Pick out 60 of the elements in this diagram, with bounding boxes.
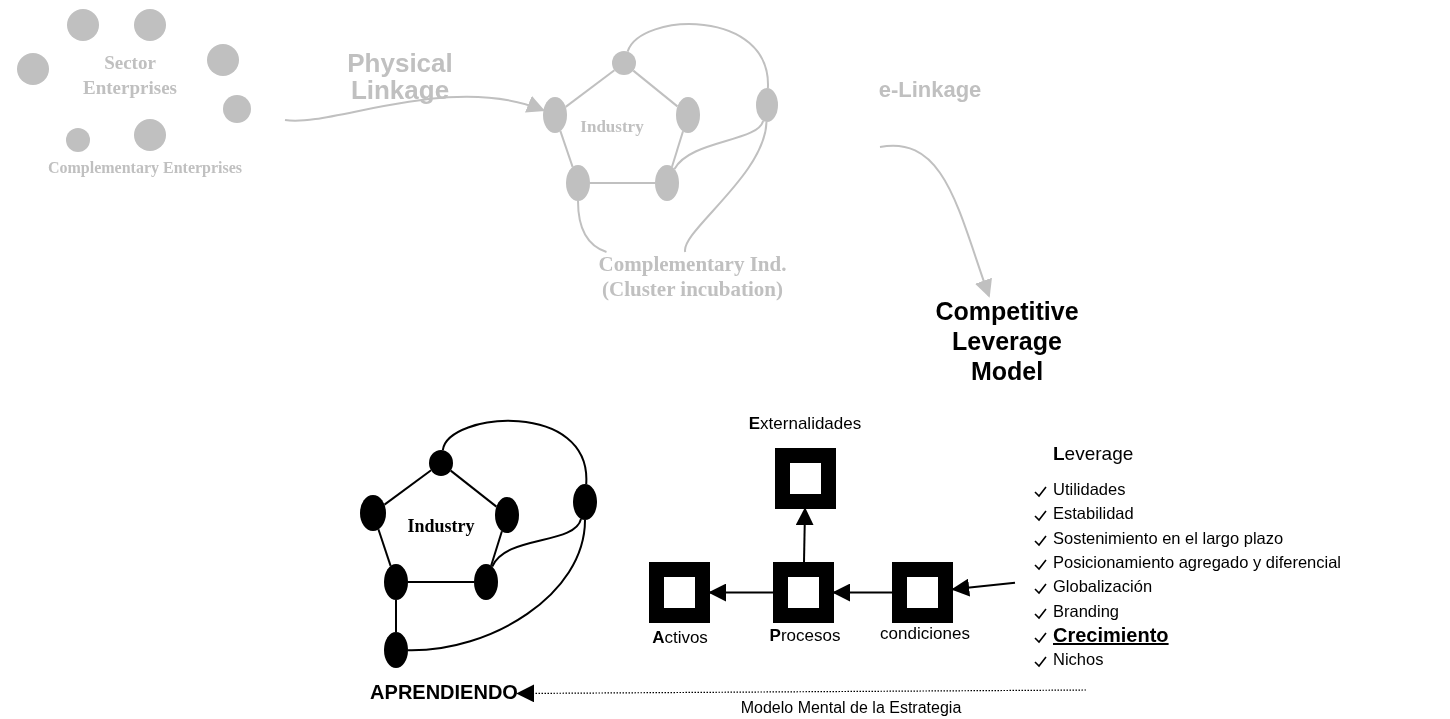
node-label: Externalidades	[747, 414, 863, 435]
node-label: Complementary Enterprises	[46, 158, 244, 179]
connector-line	[589, 182, 656, 184]
list-item: Estabilidad	[1053, 504, 1134, 524]
arrow	[516, 684, 1087, 703]
node-label: Industry	[398, 516, 484, 538]
network-node	[676, 97, 700, 133]
network-node	[655, 165, 679, 201]
arrow	[708, 583, 774, 602]
network-node	[360, 495, 386, 531]
connector-line	[632, 69, 679, 108]
node-label: condiciones	[879, 624, 971, 645]
caption-text: Complementary Ind. (Cluster incubation)	[565, 252, 820, 303]
connector-line	[564, 69, 616, 108]
connector-line	[559, 130, 574, 168]
node-label: APRENDIENDO	[370, 680, 518, 704]
edge-label: e-Linkage	[877, 78, 983, 102]
network-node	[429, 450, 453, 476]
arrow	[879, 144, 993, 298]
connector-line	[673, 119, 765, 170]
network-node	[573, 484, 597, 520]
node-label: Industry	[562, 117, 662, 138]
connector-line	[577, 200, 608, 253]
connector-line	[626, 23, 769, 90]
list-item: Sostenimiento en el largo plazo	[1053, 528, 1284, 548]
node-label: Procesos	[768, 626, 842, 647]
connector-line	[491, 518, 582, 568]
connector-line	[449, 469, 498, 508]
network-node	[495, 497, 519, 533]
arrow	[795, 507, 814, 563]
node-label: Activos	[651, 628, 709, 649]
list-item: Crecimiento	[1053, 623, 1169, 647]
connector-line	[395, 599, 397, 633]
arrow	[951, 578, 1016, 597]
network-node	[384, 564, 408, 600]
node-label: Sector Enterprises	[82, 51, 178, 100]
connector-line	[671, 130, 684, 168]
connector-line	[407, 581, 475, 583]
connector-line	[490, 530, 503, 567]
connector-line	[407, 519, 586, 652]
network-node	[566, 165, 590, 201]
list-item: Branding	[1053, 601, 1120, 621]
network-node	[756, 88, 778, 122]
list-item: Globalización	[1053, 577, 1153, 597]
list-item: Utilidades	[1053, 480, 1126, 499]
connector-line	[441, 420, 588, 486]
list-item: Posicionamiento agregado y diferencial	[1053, 552, 1341, 572]
network-node	[474, 564, 498, 600]
list-item: Nichos	[1053, 650, 1104, 670]
list-heading: Leverage	[1053, 443, 1134, 465]
network-node	[612, 51, 636, 75]
heading: Competitive Leverage Model	[922, 296, 1092, 386]
arrow	[832, 583, 893, 602]
edge-label: Modelo Mental de la Estrategia	[739, 700, 963, 717]
edge-label: Physical Linkage	[346, 50, 454, 105]
connector-line	[383, 469, 433, 506]
connector-line	[684, 121, 768, 253]
network-node	[384, 632, 408, 668]
connector-line	[377, 528, 392, 567]
network-node	[543, 97, 567, 133]
